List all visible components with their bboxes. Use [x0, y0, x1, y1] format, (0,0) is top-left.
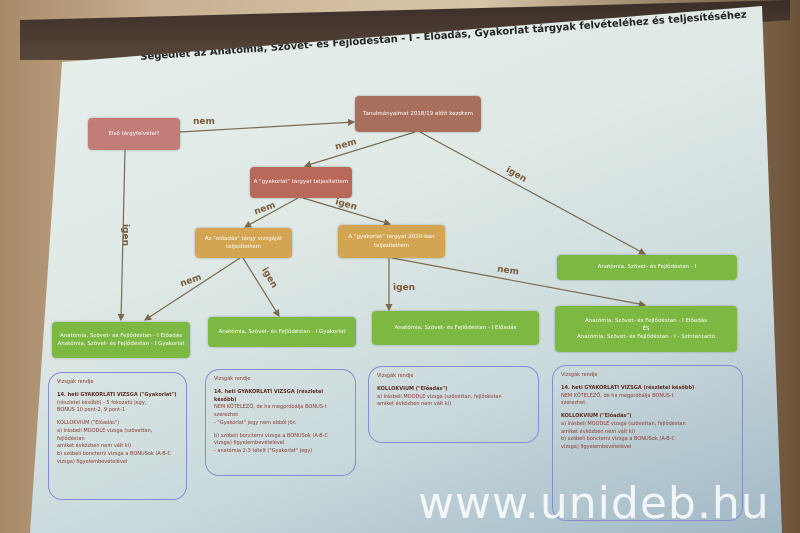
info-line: vizsga) figyelembevételével: [561, 444, 632, 450]
info-line: b) szóbeli boncterni vizsga a BONUSok (A…: [57, 451, 171, 457]
node-first-enrollment: Első tárgyfelvétel?: [88, 118, 180, 150]
info-heading: Vizsgák rendje: [214, 376, 251, 382]
info-heading: Vizsgák rendje: [57, 379, 94, 385]
result-line: Anatómia, Szövet- és Fejlődéstan - I Gya…: [57, 341, 185, 347]
edge-label-igen: igen: [393, 283, 416, 293]
info-line: 14. heti GYAKORLATI VIZSGA (részletei ké…: [214, 388, 324, 403]
arrow-before2018-to-anat1: [419, 131, 647, 255]
arrow-start-down: [117, 149, 126, 322]
exam-info-box-1: Vizsgák rendje 14. heti GYAKORLATI VIZSG…: [48, 372, 187, 500]
info-line: szerezhet: [561, 400, 586, 407]
arrow-gyak-to-elo: [243, 197, 299, 228]
info-line: (részletei később) - 5 fokozatú jegy,: [57, 399, 147, 406]
info-line: amiket évközben nem vált ki): [561, 428, 636, 435]
info-line: NEM KÖTELEZŐ, de ha megpróbálja BONUS-t …: [214, 404, 327, 418]
info-line: amiket évközben nem vált ki): [377, 401, 452, 408]
info-heading: Vizsgák rendje: [561, 372, 598, 378]
result-lecture-and-practice: Anatómia, Szövet- és Fejlődéstan - I Elő…: [52, 322, 190, 358]
info-line: a) írásbeli MOODLE vizsga (szövettan, fe…: [57, 427, 153, 442]
info-line: a) írásbeli MOODLE vizsga (szövettan, fe…: [377, 393, 502, 400]
info-line: a) írásbeli MOODLE vizsga (szövettan, fe…: [561, 420, 686, 427]
info-line: BONUS 10 pont-2, 9 pont-1: [57, 407, 126, 414]
arrow-gyak-to-2020: [302, 197, 392, 226]
exam-info-box-2: Vizsgák rendje 14. heti GYAKORLATI VIZSG…: [205, 369, 356, 476]
arrow-elo-to-gyak: [242, 257, 280, 318]
watermark: www.unideb.hu: [418, 478, 770, 529]
node-practice-completed: A "gyakorlat" tárgyat teljesítettem: [250, 167, 352, 198]
info-line: b) szóbeli boncterni vizsga a BONUSok (A…: [561, 436, 675, 443]
info-line: 14. heti GYAKORLATI VIZSGA ("Gyakorlat"): [57, 391, 177, 398]
info-line: - anatómia 2-3 tételt ("Gyakorlat" jegy): [214, 448, 313, 454]
info-line: vizsga) figyelembevételével: [57, 458, 128, 465]
info-line: KOLLOKVIUM ("Előadás"): [57, 420, 120, 426]
arrow-start-to-before2018: [179, 118, 356, 133]
result-practice: Anatómia, Szövet- és Fejlődéstan - I Gya…: [208, 317, 356, 347]
info-line: KOLLOKVIUM ("Előadás"): [561, 413, 632, 419]
result-lecture: Anatómia, Szövet- és Fejlődéstan - I Elő…: [372, 311, 539, 345]
exam-info-box-3: Vizsgák rendje KOLLOKVIUM ("Előadás") a)…: [368, 366, 539, 443]
exam-info-box-4: Vizsgák rendje 14. heti GYAKORLATI VIZSG…: [552, 365, 743, 521]
node-lecture-exam-passed: Az "előadás" tárgy vizsgáját teljesített…: [195, 228, 292, 258]
info-line: KOLLOKVIUM ("Előadás"): [377, 385, 448, 392]
info-line: 14. heti GYAKORLATI VIZSGA (részletei ké…: [561, 384, 695, 391]
info-line: amiket évközben nem vált ki): [57, 443, 132, 450]
edge-label-igen: igen: [120, 223, 131, 247]
node-practice-2020: A "gyakorlat" tárgyat 2020-ban teljesíte…: [338, 225, 445, 258]
info-line: NEM KÖTELEZŐ, de ha megpróbálja BONUS-t: [561, 392, 674, 399]
result-lecture-and-maintenance: Anatómia, Szövet- és Fejlődéstan - I Elő…: [555, 306, 737, 352]
result-anatomy-1: Anatómia, Szövet- és Fejlődéstan - I: [557, 255, 737, 280]
result-line: Anatómia, Szövet- és Fejlődéstan - I - S…: [577, 334, 715, 341]
info-heading: Vizsgák rendje: [377, 373, 414, 379]
result-line: ÉS: [642, 325, 650, 332]
result-line: Anatómia, Szövet- és Fejlődéstan - I Elő…: [60, 332, 182, 339]
result-line: Anatómia, Szövet- és Fejlődéstan - I Elő…: [585, 317, 707, 324]
arrow-before2018-to-gyak: [303, 131, 416, 168]
node-started-before-2018: Tanulmányaimat 2018/19 előtt kezdtem: [355, 96, 481, 132]
arrow-2020-to-combo: [391, 257, 647, 308]
arrow-elo-to-both: [143, 257, 241, 321]
info-line: b) szóbeli boncterni vizsga a BONUSok (A…: [214, 432, 328, 439]
info-line: - "Gyakorlat" jegy nem ebből jön: [214, 419, 296, 426]
info-line: vizsga) figyelembevételével: [214, 440, 285, 447]
edge-label-nem: nem: [193, 117, 215, 127]
